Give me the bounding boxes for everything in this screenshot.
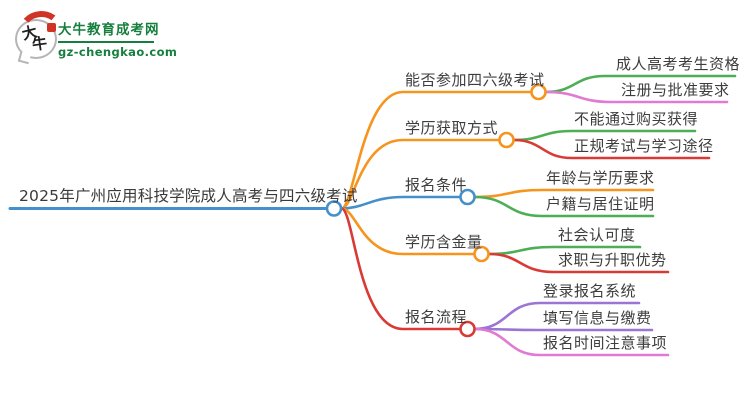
red-seal-stamp [47,23,56,32]
edge-branch-1-child-2 [544,90,729,104]
child-label: 报名时间注意事项 [543,334,668,352]
edge-branch-2 [340,138,501,210]
child-label: 求职与升职优势 [558,251,667,269]
child-label: 成人高考考生资格 [616,55,741,73]
child-label: 注册与批准要求 [621,81,730,99]
root-node-circle [325,200,343,217]
edge-branch-5 [340,207,462,331]
edge-branch-2-child-2 [512,138,711,160]
edge-branch-3 [340,195,462,210]
child-label: 年龄与学历要求 [546,169,655,187]
child-label: 社会认可度 [558,226,636,244]
branch-3-label: 报名条件 [405,176,468,194]
brand-text-block: 大牛教育成考网 gz-chengkao.com [58,18,208,59]
child-label: 正规考试与学习途径 [574,137,714,155]
root-topic-label: 2025年广州应用科技学院成人高考与四六级考试 [19,187,358,205]
branch-4-node-circle [473,245,490,263]
branch-1-node-circle [530,83,547,101]
child-label: 不能通过购买获得 [574,110,699,128]
child-label: 填写信息与缴费 [543,309,652,327]
branch-2-node-circle [498,131,515,149]
site-logo: 大 牛 大牛教育成考网 gz-chengkao.com [14,8,214,68]
child-label: 登录报名系统 [543,282,637,300]
child-label: 户籍与居住证明 [546,195,655,213]
branch-2-label: 学历获取方式 [405,119,499,137]
branch-4-label: 学历含金量 [405,233,483,251]
branch-5-node-circle [459,320,476,338]
brand-title: 大牛教育成考网 [58,22,160,38]
brand-domain: gz-chengkao.com [58,45,178,59]
edge-branch-4 [340,207,476,256]
logo-bubble-icon: 大 牛 [14,8,65,65]
edge-branch-3-child-2 [473,195,655,218]
edge-branch-4-child-2 [487,252,670,274]
brand-divider [58,41,154,43]
branch-1-label: 能否参加四六级考试 [405,71,545,89]
branch-3-node-circle [459,188,476,206]
edge-branch-5-child-3 [473,327,670,357]
edge-branch-5-child-2 [473,327,654,332]
branch-5-label: 报名流程 [405,308,468,326]
